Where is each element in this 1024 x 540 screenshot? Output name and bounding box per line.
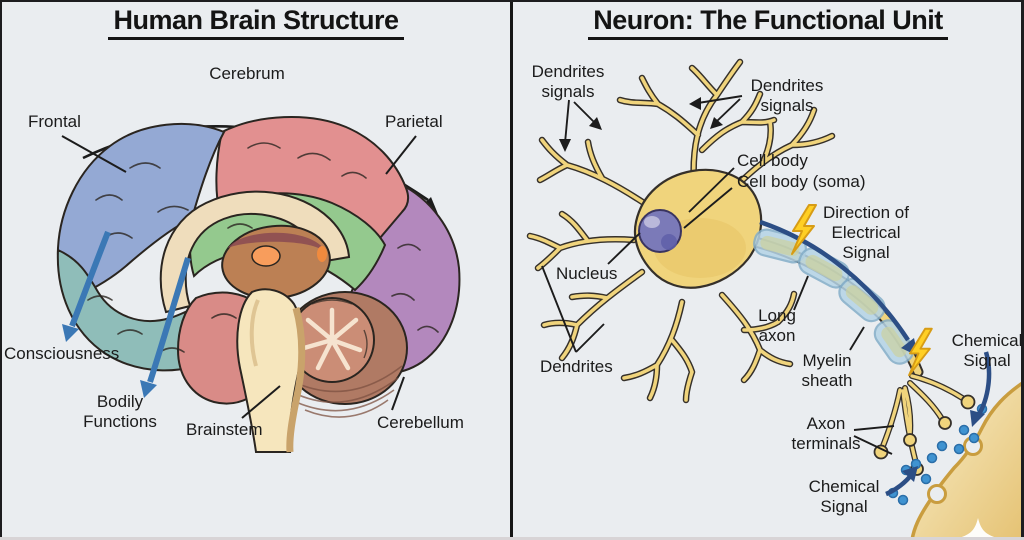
label-pointer-lines	[541, 95, 895, 455]
label-dendrites-signals-left: Dendrites signals	[531, 62, 605, 102]
label-chemical-signal-lower: Chemical Signal	[808, 477, 880, 517]
frame-edge-top	[0, 0, 1024, 2]
gyri-lines	[87, 142, 439, 353]
neurotransmitter-dots	[887, 403, 988, 506]
neuron-illustration	[512, 0, 1024, 540]
label-frontal: Frontal	[28, 112, 81, 131]
label-axon-terminals: Axon terminals	[791, 414, 861, 454]
myelin-sheath-shape	[753, 228, 915, 365]
label-dendrites-signals-right: Dendrites signals	[750, 76, 824, 116]
brainstem-shape	[236, 288, 306, 453]
label-dendrites: Dendrites	[540, 357, 613, 376]
label-cerebellum: Cerebellum	[377, 413, 464, 432]
right-panel-title: Neuron: The Functional Unit	[512, 5, 1024, 40]
nucleus-shape	[638, 209, 682, 253]
bodily-functions-arrow	[140, 257, 191, 398]
left-panel-title: Human Brain Structure	[0, 5, 512, 40]
frame-edge-right	[1021, 0, 1024, 540]
label-direction-electrical-signal: Direction of Electrical Signal	[823, 203, 909, 263]
consciousness-arrow	[62, 230, 111, 342]
frame-edge-bottom	[0, 537, 1024, 540]
label-bodily-functions: Bodily Functions	[83, 392, 157, 432]
chemical-signal-arrow-lower	[885, 466, 918, 497]
label-myelin-sheath: Myelin sheath	[801, 351, 853, 391]
label-chemical-signal-upper: Chemical Signal	[951, 331, 1023, 371]
cerebellum-shape	[282, 291, 408, 418]
label-pointer-lines	[61, 135, 417, 419]
chemical-signal-arrow-upper	[970, 351, 992, 427]
label-nucleus: Nucleus	[556, 264, 618, 283]
lightning-bolt-icon	[908, 327, 933, 377]
panel-divider	[510, 0, 513, 540]
cell-body-shape	[633, 168, 763, 289]
label-brainstem: Brainstem	[186, 420, 263, 439]
brain-illustration	[56, 116, 461, 453]
frame-edge-left	[0, 0, 2, 540]
small-arrowheads	[559, 97, 723, 152]
label-cerebrum: Cerebrum	[209, 64, 285, 83]
thalamus-shape	[221, 224, 331, 300]
label-cell-body-soma: Cell body (soma)	[737, 172, 866, 191]
label-parietal: Parietal	[385, 112, 443, 131]
lightning-bolt-icon	[791, 204, 817, 255]
sparkle-icon	[959, 518, 997, 540]
label-consciousness: Consciousness	[4, 344, 120, 363]
label-long-axon: Long axon	[758, 306, 796, 346]
label-cell-body: Cell body	[737, 151, 808, 170]
postsynaptic-cell-shape	[910, 379, 1024, 540]
corpus-callosum-shape	[159, 190, 351, 314]
